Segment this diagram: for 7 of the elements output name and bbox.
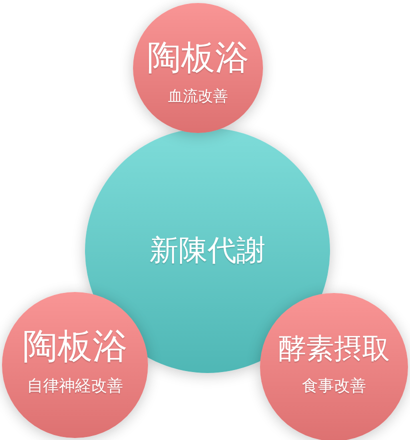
title-text: 酵素摂取	[278, 334, 390, 364]
subtitle-text: 食事改善	[302, 377, 366, 395]
subtitle-text: 自律神経改善	[27, 377, 123, 395]
label-text: 新陳代謝	[150, 235, 266, 267]
title-text: 陶板浴	[22, 328, 128, 366]
subtitle-text: 血流改善	[168, 88, 228, 104]
title-text: 陶板浴	[147, 40, 249, 78]
